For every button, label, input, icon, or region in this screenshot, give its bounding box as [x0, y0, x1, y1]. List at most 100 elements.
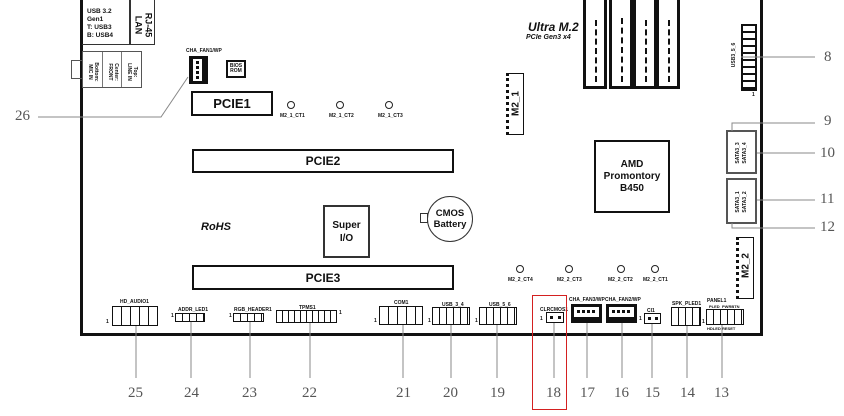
com-label: COM1 [394, 300, 409, 306]
callout-line-9 [731, 122, 815, 131]
m2-2-ct2-label: M2_2_CT2 [608, 277, 633, 283]
m2-1-ct1-hole [287, 101, 295, 109]
amd-chipset: AMD Promontory B450 [594, 140, 670, 213]
cha-fan2-header[interactable] [606, 304, 637, 323]
pcie2-label: PCIE2 [305, 154, 341, 168]
dimm-slot-2 [609, 0, 633, 89]
bios-rom-label-1: BIOS [229, 63, 243, 69]
rgb-header[interactable] [233, 313, 264, 322]
m2-1-ct2-label: M2_1_CT2 [329, 113, 354, 119]
callout-line-12 [731, 223, 815, 229]
sata-1-2-connector[interactable]: SATA3_1 SATA3_2 [726, 178, 757, 224]
callout-19: 19 [490, 385, 505, 401]
usb-5-6-pin1: 1 [475, 318, 478, 324]
amd-chip-label-2: Promontory [603, 170, 661, 182]
panel-pled-label: PLED [709, 304, 720, 309]
super-io-chip: Super I/O [323, 205, 370, 258]
callout-24: 24 [184, 385, 199, 401]
m2-2-ct3-label: M2_2_CT3 [557, 277, 582, 283]
clrcmos-jumper[interactable] [546, 312, 564, 323]
callout-9: 9 [824, 113, 832, 129]
super-io-label-2: I/O [339, 232, 354, 244]
usb3-5-6-pin1: 1 [752, 92, 755, 98]
cha-fan3-label: CHA_FAN3/WP [569, 297, 605, 303]
dimm-slot-3 [633, 0, 657, 89]
rgb-header-label: RGB_HEADER1 [234, 307, 272, 313]
callout-8: 8 [824, 49, 832, 65]
tpms-label: TPMS1 [299, 305, 316, 311]
callout-15: 15 [645, 385, 660, 401]
audio-jack-front: Center: FRONT [103, 52, 123, 87]
m2-1-slot: M2_1 [506, 73, 524, 135]
pcie3-slot: PCIE3 [192, 265, 454, 290]
usb-label-2: T: USB3 [87, 24, 112, 31]
callout-18: 18 [546, 385, 561, 401]
rear-audio-block: Bottom: MIC IN Center: FRONT Top: LINE I… [82, 51, 142, 88]
panel-hdled-label: HDLED [707, 326, 721, 331]
spk-pled-header[interactable] [671, 307, 701, 326]
clrcmos-label: CLRCMOS1 [540, 307, 569, 313]
spk-pled-pin1: 1 [702, 319, 705, 325]
addr-led-header[interactable] [175, 313, 205, 322]
sata-3-4-connector[interactable]: SATA3_3 SATA3_4 [726, 130, 757, 174]
board-left-edge [80, 0, 83, 336]
m2-1-ct3-label: M2_1_CT3 [378, 113, 403, 119]
addr-led-label: ADDR_LED1 [178, 307, 209, 313]
callout-11: 11 [820, 191, 835, 207]
callout-10: 10 [820, 145, 835, 161]
callout-21: 21 [396, 385, 411, 401]
ci-pin1: 1 [639, 316, 642, 322]
m2-1-ct2-hole [336, 101, 344, 109]
dimm-slot-4 [656, 0, 680, 89]
pcie2-slot: PCIE2 [192, 149, 454, 173]
hd-audio-label: HD_AUDIO1 [120, 299, 149, 305]
m2-1-ct1-label: M2_1_CT1 [280, 113, 305, 119]
rear-usb-block: USB 3.2 Gen1 T: USB3 B: USB4 [82, 0, 130, 45]
cha-fan3-header[interactable] [571, 304, 602, 323]
usb-label-3: B: USB4 [87, 32, 114, 39]
callout-26: 26 [15, 108, 30, 124]
cha-fan1-label: CHA_FAN1/WP [186, 48, 222, 54]
panel-header[interactable] [706, 309, 744, 325]
panel-pwrbtn-label: PWRBTN [722, 304, 740, 309]
spk-pled-label: SPK_PLED1 [672, 301, 702, 307]
ultra-m2-subtitle: PCIe Gen3 x4 [526, 34, 571, 41]
board-right-edge [760, 0, 763, 336]
cmos-battery-label-2: Battery [433, 219, 467, 230]
rear-lan-block: RJ-45 LAN [130, 0, 155, 45]
pcie1-label: PCIE1 [213, 96, 251, 111]
bios-rom-label-2: ROM [230, 68, 242, 74]
usb-5-6-header[interactable] [479, 307, 517, 325]
callout-20: 20 [443, 385, 458, 401]
m2-2-ct2-hole [617, 265, 625, 273]
usb-3-4-header[interactable] [432, 307, 470, 325]
cmos-battery: CMOS Battery [427, 196, 473, 242]
ci-header[interactable] [644, 313, 661, 324]
cha-fan1-header[interactable] [189, 56, 208, 84]
callout-22: 22 [302, 385, 317, 401]
hd-audio-pin1: 1 [106, 319, 109, 325]
board-bottom-edge [80, 333, 763, 336]
addr-led-pin1: 1 [171, 313, 174, 319]
callout-13: 13 [714, 385, 729, 401]
m2-2-ct1-label: M2_2_CT1 [643, 277, 668, 283]
hd-audio-header[interactable] [112, 306, 158, 326]
m2-2-ct4-hole [516, 265, 524, 273]
usb-5-6-label: USB_5_6 [489, 302, 511, 308]
m2-1-ct3-hole [385, 101, 393, 109]
m2-2-slot: M2_2 [736, 237, 754, 299]
audio-jack-mic-in: Bottom: MIC IN [83, 52, 103, 87]
tpms-header[interactable] [276, 310, 337, 323]
dimm-slot-1 [583, 0, 607, 89]
pcie3-label: PCIE3 [305, 270, 341, 285]
callout-25: 25 [128, 385, 143, 401]
com-header[interactable] [379, 306, 423, 325]
tpms-pin1: 1 [339, 310, 342, 316]
highlight-box-18 [532, 295, 567, 410]
ultra-m2-title: Ultra M.2 [528, 20, 579, 34]
panel-reset-label: RESET [722, 326, 736, 331]
usb-3-4-pin1: 1 [428, 318, 431, 324]
callout-16: 16 [614, 385, 629, 401]
usb-label-1: USB 3.2 Gen1 [87, 8, 112, 23]
